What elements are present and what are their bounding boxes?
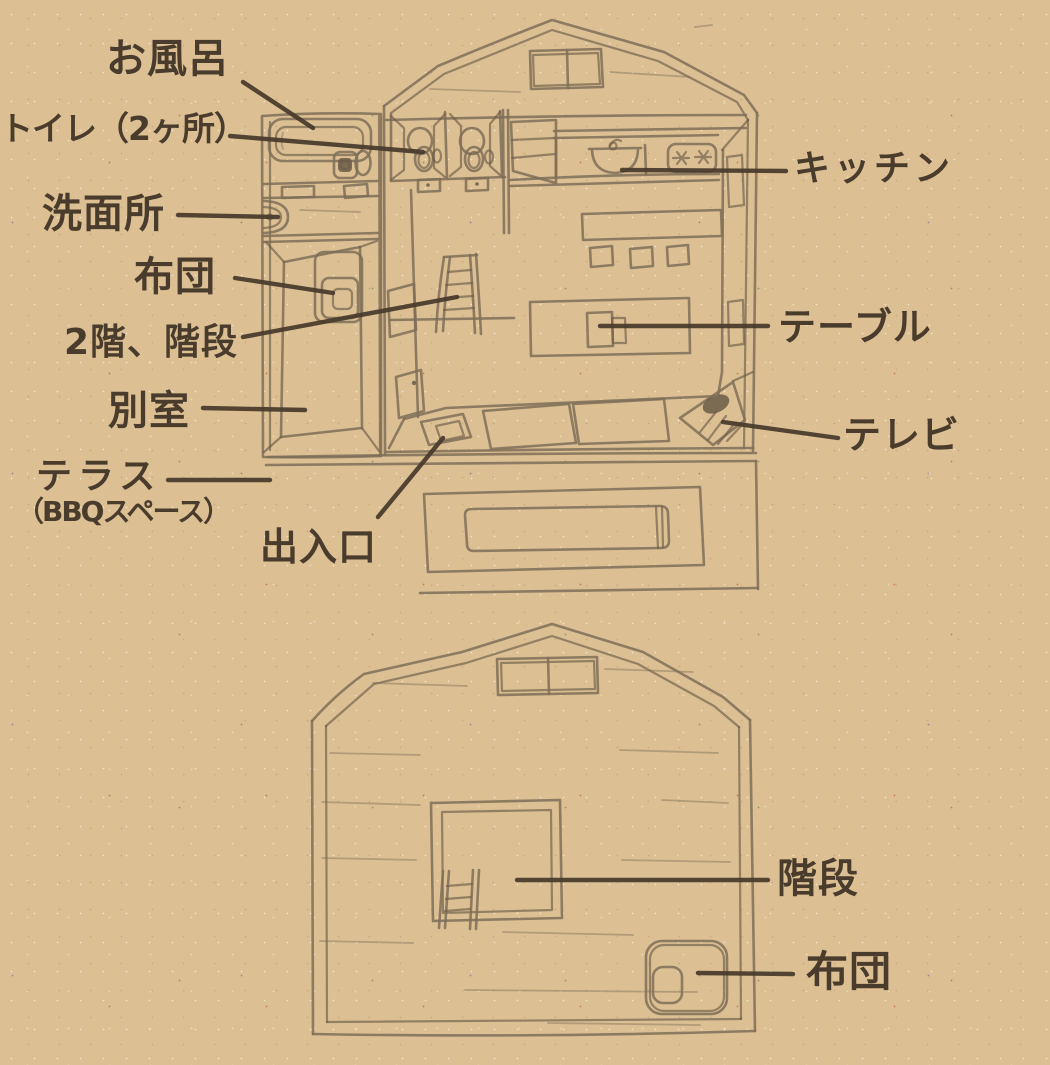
label-tv: テレビ	[843, 413, 961, 457]
tv-set	[678, 370, 755, 447]
leader-entrance	[375, 435, 446, 520]
label-kitchen: キッチン	[794, 148, 955, 189]
leader-kitchen	[619, 167, 789, 174]
toilet-stalls	[389, 109, 507, 194]
leader-stairs-1f	[240, 294, 460, 340]
ladder-floor2	[437, 868, 481, 931]
kitchen-island-stools	[580, 208, 724, 270]
floor1-outline	[377, 18, 759, 457]
leader-toilet	[227, 133, 426, 155]
dining-table	[528, 296, 692, 358]
shelf-items	[280, 182, 370, 200]
label-futon-2f: 布団	[806, 947, 893, 996]
terrace-deck	[264, 451, 760, 595]
stairwell-floor2	[429, 798, 564, 923]
label-stairs-2f: 階段	[777, 856, 859, 902]
leader-washroom	[175, 212, 281, 220]
futon-floor1	[313, 250, 364, 324]
floor2-outline	[310, 622, 757, 1037]
leader-bath	[240, 79, 316, 131]
leader-futon-1f	[232, 275, 336, 296]
label-table: テーブル	[778, 305, 932, 349]
floor2-window	[495, 655, 600, 697]
label-terrace: テラス	[36, 456, 162, 497]
plank-lines	[319, 668, 731, 1026]
leader-futon-2f	[695, 970, 796, 977]
entrance-mats	[387, 394, 720, 451]
label-entrance: 出入口	[260, 525, 378, 569]
floor1-window	[528, 47, 605, 91]
label-bath: お風呂	[106, 36, 229, 82]
label-toilet: トイレ（2ヶ所）	[0, 109, 247, 148]
futon-floor2	[644, 939, 729, 1016]
label-separate-room: 別室	[108, 388, 190, 434]
ladder-floor1	[388, 252, 516, 336]
leader-lines	[165, 79, 841, 977]
staircase-top-view	[501, 108, 558, 235]
label-stairs-1f: 2階、階段	[64, 322, 239, 363]
leader-separate-room	[200, 405, 308, 413]
kitchen-counter	[508, 126, 748, 188]
label-terrace-note: （BBQスペース）	[16, 495, 231, 528]
leader-tv	[720, 419, 841, 441]
label-washroom: 洗面所	[42, 191, 165, 237]
separate-room-floor	[262, 239, 381, 454]
label-futon-1f: 布団	[134, 254, 216, 300]
